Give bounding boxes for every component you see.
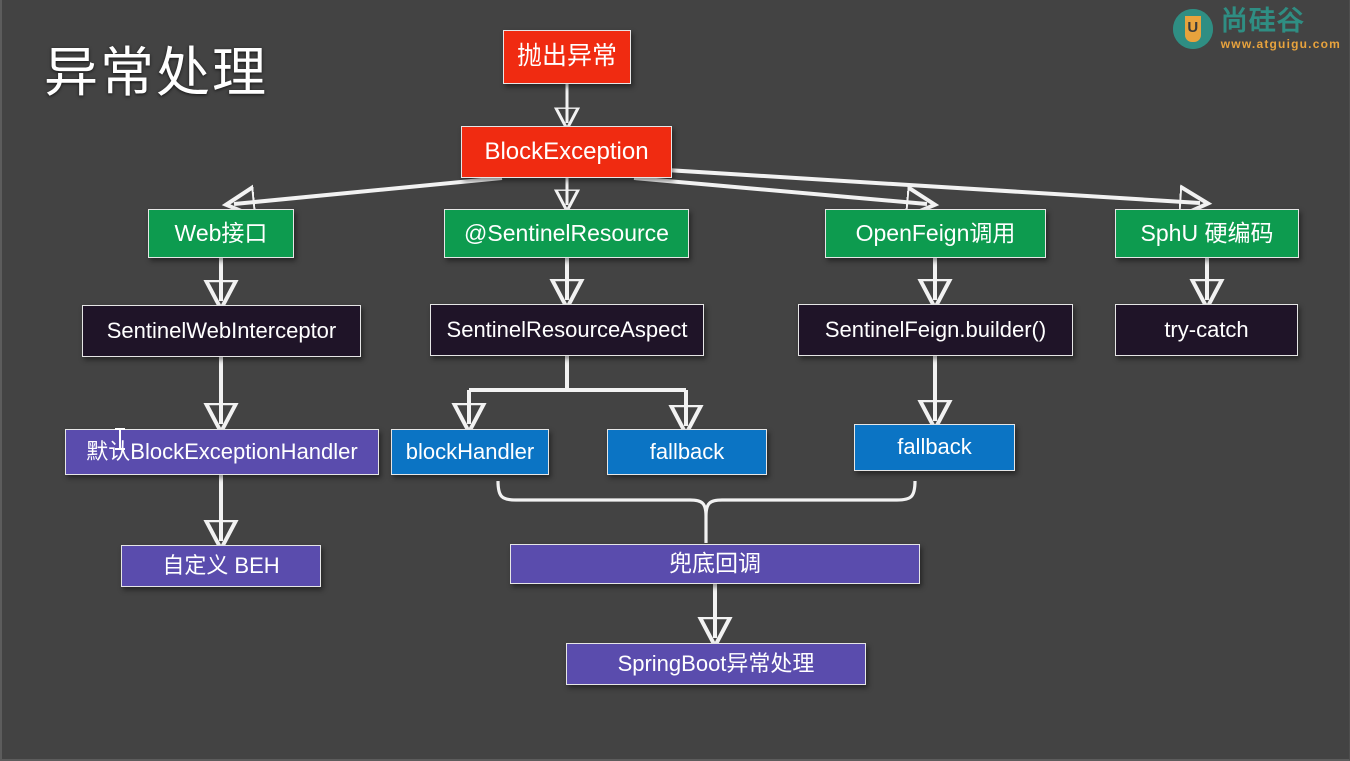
node-label: 自定义 BEH [162, 552, 280, 578]
node-label: SentinelResourceAspect [446, 316, 688, 342]
node-fallback-resource[interactable]: fallback [607, 429, 767, 475]
edge-block-to-web [234, 176, 503, 204]
atguigu-logo: U 尚硅谷 www.atguigu.com [1172, 6, 1341, 51]
logo-mark-icon: U [1172, 9, 1213, 49]
text-cursor-icon [115, 428, 125, 450]
node-sentinel-feign-builder[interactable]: SentinelFeign.builder() [798, 304, 1073, 356]
brace-fallback-group [496, 480, 917, 517]
node-label: 兜底回调 [669, 550, 761, 577]
page-title: 异常处理 [44, 43, 268, 103]
node-label: SentinelWebInterceptor [106, 317, 337, 343]
logo-wordmark: 尚硅谷 www.atguigu.com [1220, 6, 1341, 51]
node-label: SpringBoot异常处理 [617, 650, 815, 676]
node-default-block-exception-handler[interactable]: 默认BlockExceptionHandler [65, 429, 379, 475]
logo-url-text: www.atguigu.com [1220, 37, 1341, 51]
edge-block-to-openfeign [633, 176, 927, 204]
node-springboot-exception[interactable]: SpringBoot异常处理 [566, 643, 866, 685]
node-sentinel-resource[interactable]: @SentinelResource [444, 209, 689, 258]
node-fallback-feign[interactable]: fallback [854, 424, 1015, 471]
node-label: 抛出异常 [516, 42, 617, 71]
edge-block-to-sphu [633, 166, 1200, 203]
node-label: SphU 硬编码 [1140, 219, 1274, 246]
node-web-api[interactable]: Web接口 [148, 209, 294, 258]
node-label: 默认BlockExceptionHandler [86, 438, 358, 464]
node-label: Web接口 [174, 219, 268, 246]
node-label: @SentinelResource [464, 219, 669, 246]
node-custom-beh[interactable]: 自定义 BEH [121, 545, 321, 587]
node-sphu-hardcode[interactable]: SphU 硬编码 [1115, 209, 1299, 258]
node-block-exception[interactable]: BlockException [461, 126, 672, 178]
node-label: OpenFeign调用 [855, 219, 1016, 246]
node-label: fallback [649, 438, 725, 464]
edge-aspect-split [467, 356, 688, 417]
node-openfeign-call[interactable]: OpenFeign调用 [825, 209, 1046, 258]
node-fallback-callback[interactable]: 兜底回调 [510, 544, 920, 584]
node-label: try-catch [1164, 316, 1249, 342]
logo-brand-text: 尚硅谷 [1220, 6, 1305, 36]
node-label: fallback [897, 434, 972, 460]
logo-letter: U [1184, 16, 1201, 42]
node-throw-exception[interactable]: 抛出异常 [503, 30, 631, 84]
node-block-handler[interactable]: blockHandler [391, 429, 549, 475]
node-label: blockHandler [405, 438, 535, 464]
node-try-catch[interactable]: try-catch [1115, 304, 1298, 356]
node-label: SentinelFeign.builder() [824, 316, 1047, 342]
node-sentinel-resource-aspect[interactable]: SentinelResourceAspect [430, 304, 704, 356]
node-sentinel-web-interceptor[interactable]: SentinelWebInterceptor [82, 305, 361, 357]
node-label: BlockException [484, 137, 649, 165]
